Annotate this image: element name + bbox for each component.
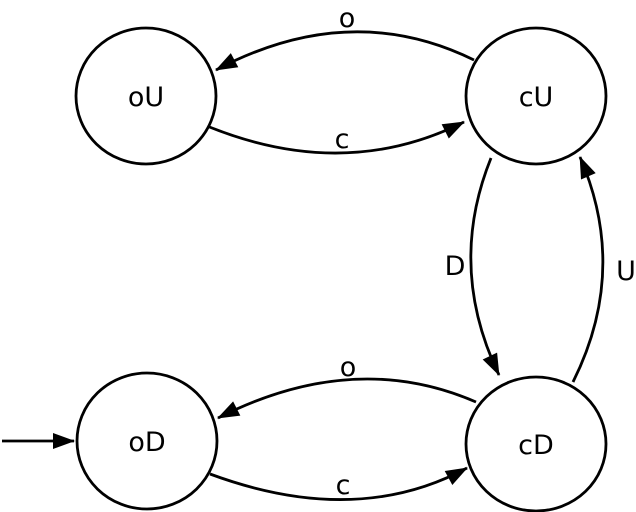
transition-cU-cD-path — [469, 157, 501, 376]
state-cU-circle — [464, 26, 608, 166]
transition-cU-oU-path — [215, 30, 475, 72]
state-cD-circle — [464, 375, 608, 512]
state-oU-circle — [74, 26, 218, 166]
transition-cU-cD: D — [445, 157, 501, 376]
transition-cD-cU-path — [571, 156, 605, 383]
transition-cD-oD: o — [217, 352, 477, 420]
transition-oU-cU-path — [206, 120, 465, 155]
state-cD: cD — [464, 375, 608, 512]
transition-cD-oD-path — [217, 377, 477, 420]
transition-oD-cD-path — [209, 466, 468, 501]
state-oD-circle — [75, 371, 219, 511]
transition-label: o — [340, 352, 357, 383]
state-oD: oD — [75, 371, 219, 511]
state-label: cU — [519, 82, 554, 113]
state-label: oD — [128, 427, 165, 458]
transition-label: c — [336, 470, 351, 501]
state-cU: cU — [464, 26, 608, 166]
transition-label: c — [335, 124, 350, 155]
transition-label: o — [339, 3, 356, 34]
state-oU: oU — [74, 26, 218, 166]
state-label: cD — [518, 430, 554, 461]
transition-oU-cU: c — [206, 120, 465, 155]
transition-cD-cU: U — [571, 156, 636, 383]
transition-oD-cD: c — [209, 466, 468, 501]
transition-cU-oU: o — [215, 3, 475, 72]
state-label: oU — [128, 82, 164, 113]
transition-label: D — [445, 251, 466, 282]
transition-label: U — [616, 256, 636, 287]
